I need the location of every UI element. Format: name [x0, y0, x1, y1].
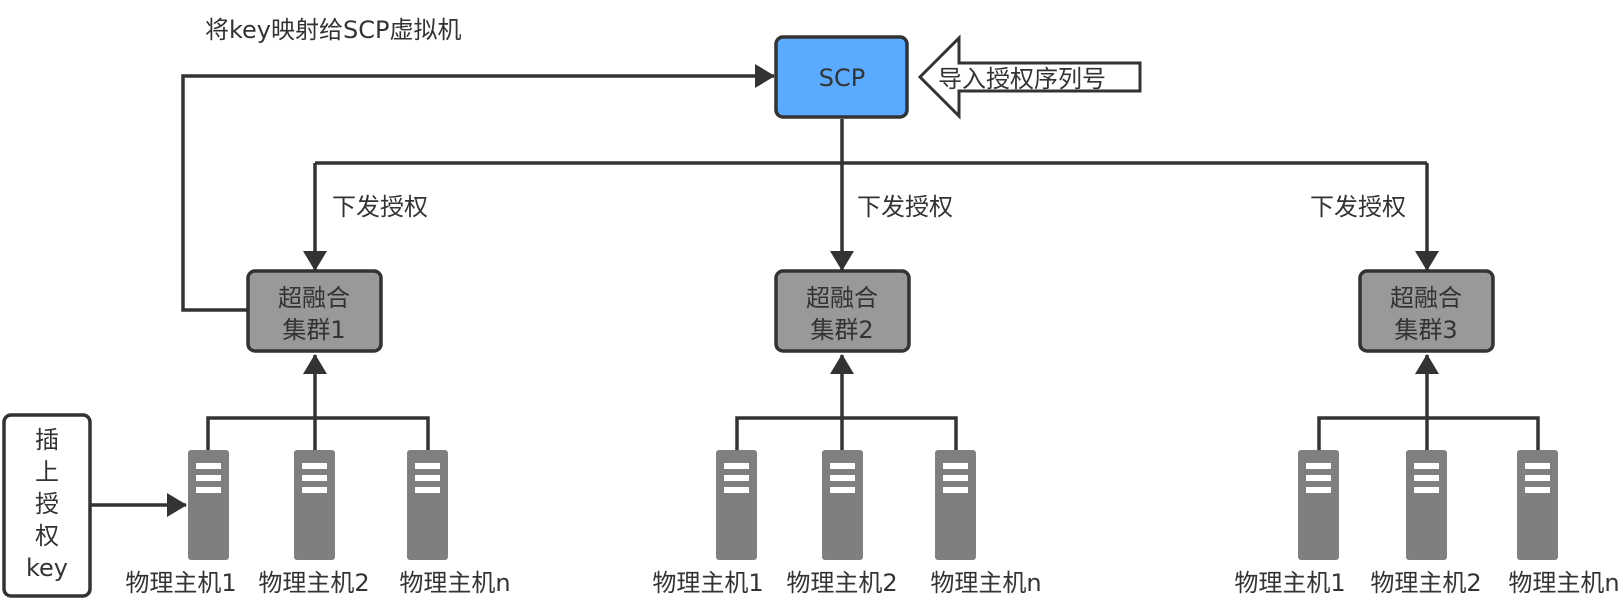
server-icon — [1517, 450, 1558, 560]
server-icon — [935, 450, 976, 560]
host-label: 物理主机2 — [258, 569, 369, 597]
scp-node[interactable]: SCP — [774, 35, 909, 119]
host-label: 物理主机1 — [652, 569, 763, 597]
distribute-label-3: 下发授权 — [1310, 193, 1406, 221]
host-label: 物理主机n — [930, 569, 1041, 597]
server-icon — [407, 450, 448, 560]
import-serial-label: 导入授权序列号 — [938, 65, 1106, 93]
distribute-label-2: 下发授权 — [857, 193, 953, 221]
map-key-label: 将key映射给SCP虚拟机 — [205, 16, 461, 44]
key-char: 上 — [35, 458, 59, 486]
cluster-2-line2: 集群2 — [810, 316, 873, 344]
cluster-1-line2: 集群1 — [282, 316, 345, 344]
server-icon — [1406, 450, 1447, 560]
host-label: 物理主机2 — [1370, 569, 1481, 597]
host-label: 物理主机n — [399, 569, 510, 597]
server-icon — [716, 450, 757, 560]
cluster-1-node[interactable]: 超融合 集群1 — [246, 269, 383, 353]
map-key-connector — [181, 64, 775, 312]
server-icon — [294, 450, 335, 560]
server-icon — [822, 450, 863, 560]
key-char: 插 — [35, 426, 59, 454]
distribute-label-1: 下发授权 — [332, 193, 428, 221]
host-bus-2 — [735, 416, 958, 450]
key-char: 授 — [35, 490, 59, 518]
key-char: 权 — [35, 522, 59, 550]
key-char: key — [26, 554, 68, 582]
host-label: 物理主机n — [1508, 569, 1619, 597]
host-bus-1 — [206, 416, 430, 450]
cluster-3-line1: 超融合 — [1390, 284, 1462, 312]
server-icon — [188, 450, 229, 560]
cluster-3-node[interactable]: 超融合 集群3 — [1358, 269, 1495, 353]
host-label: 物理主机1 — [125, 569, 236, 597]
server-icon — [1298, 450, 1339, 560]
cluster-1-line1: 超融合 — [278, 284, 350, 312]
host-label: 物理主机2 — [786, 569, 897, 597]
import-serial-arrow: 导入授权序列号 — [917, 34, 1142, 120]
insert-key-box[interactable]: 插 上 授 权 key — [2, 413, 92, 598]
cluster-3-line2: 集群3 — [1394, 316, 1457, 344]
host-label: 物理主机1 — [1234, 569, 1345, 597]
cluster-2-node[interactable]: 超融合 集群2 — [774, 269, 911, 353]
cluster-2-line1: 超融合 — [806, 284, 878, 312]
scp-label: SCP — [819, 64, 865, 92]
